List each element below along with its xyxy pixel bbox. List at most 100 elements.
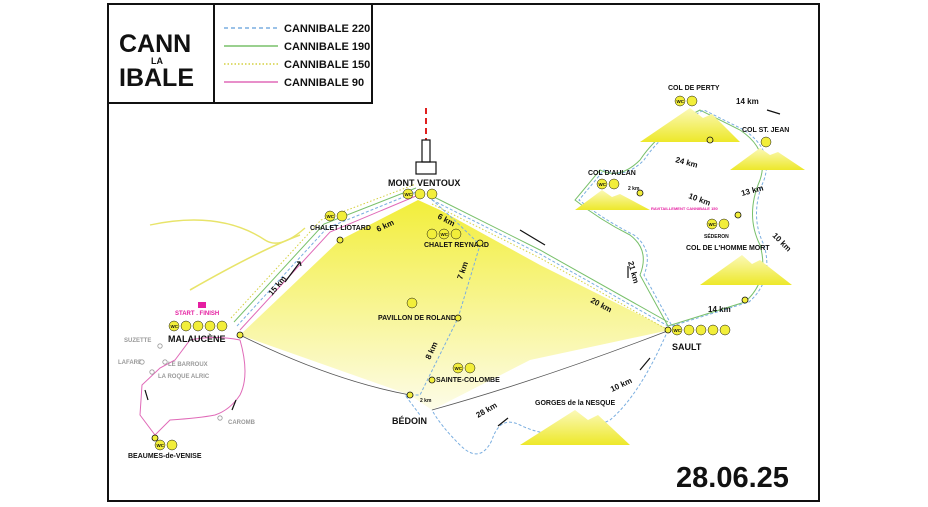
svg-text:WC: WC <box>455 366 463 371</box>
svg-text:WC: WC <box>674 328 682 333</box>
label-chalet-reynard: CHALET REYNARD <box>424 242 489 249</box>
terrain-line-west <box>239 334 411 396</box>
svg-text:WC: WC <box>709 222 717 227</box>
dot-beaumes <box>151 434 159 442</box>
wc-icon <box>168 320 180 332</box>
label-mont-ventoux: MONT VENTOUX <box>388 178 460 188</box>
wc-icon <box>324 210 336 222</box>
summit-tower-icon <box>415 108 437 175</box>
label-pavillon-de-roland: PAVILLON DE ROLAND <box>378 315 456 322</box>
route-nesque <box>431 329 669 455</box>
dist-14km-perty: 14 km <box>736 97 759 106</box>
peak-col-de-perty <box>640 108 740 142</box>
water-icon <box>686 95 698 107</box>
dist-28km: 28 km <box>475 401 499 420</box>
direction-arrows <box>144 109 781 427</box>
route-bedoin-ascent <box>404 195 481 416</box>
peak-col-homme-mort <box>700 255 792 285</box>
services-sainte-colombe: WC <box>452 362 476 374</box>
svg-text:WC: WC <box>677 99 685 104</box>
wc-icon <box>452 362 464 374</box>
wc-icon <box>671 324 683 336</box>
label-start-finish: START . FINISH <box>175 311 219 317</box>
finish-flag-icon <box>198 302 206 308</box>
label-bedoin: BÉDOIN <box>392 416 427 426</box>
peak-col-st-jean <box>730 148 805 170</box>
repair-icon <box>414 188 426 200</box>
dot-aulan <box>636 189 644 197</box>
wc-icon <box>596 178 608 190</box>
wc-icon <box>674 95 686 107</box>
services-mont-ventoux: WC <box>402 188 438 200</box>
first-aid-icon <box>204 320 216 332</box>
wc-icon <box>402 188 414 200</box>
food-icon <box>192 320 204 332</box>
svg-text:WC: WC <box>171 324 179 329</box>
brand-line-1: CANN <box>119 30 191 58</box>
brand-small: LA <box>151 56 163 66</box>
label-beaumes-de-venise: BEAUMES-de-VENISE <box>128 453 202 460</box>
services-malaucene: WC <box>168 302 228 332</box>
services-sederon: WC <box>706 218 730 230</box>
dist-2km-bedoin: 2 km <box>420 398 432 404</box>
route-ventoux-west <box>230 183 417 331</box>
water-icon <box>166 439 178 451</box>
services-pavillon <box>406 297 418 309</box>
dist-24km: 24 km <box>674 155 698 170</box>
services-col-de-perty: WC <box>674 95 698 107</box>
food-icon <box>683 324 695 336</box>
label-ravito: RAVITAILLEMENT CANNIBALE 150 <box>651 206 719 211</box>
label-le-barroux: LE BARROUX <box>168 362 208 368</box>
label-col-de-perty: COL DE PERTY <box>668 85 720 92</box>
dot-chalet-reynard <box>476 239 484 247</box>
label-chalet-liotard: CHALET LIOTARD <box>310 225 371 232</box>
legend-label-150: CANNIBALE 150 <box>284 59 370 71</box>
dist-14km-sault: 14 km <box>708 305 731 314</box>
services-sault: WC <box>671 324 731 336</box>
legend-label-190: CANNIBALE 190 <box>284 41 370 53</box>
ventoux-mountain <box>240 200 670 410</box>
label-sainte-colombe: SAINTE-COLOMBE <box>436 377 500 384</box>
header-box <box>107 3 373 104</box>
dist-13km: 13 km <box>740 183 764 198</box>
brand-logo: CANN LA IBALE <box>119 30 194 92</box>
services-col-st-jean <box>760 136 772 148</box>
water-icon <box>450 228 462 240</box>
ridge-line-1 <box>149 219 306 244</box>
repair-icon <box>719 324 731 336</box>
label-lafare: LAFARE <box>118 360 142 366</box>
label-col-daulan: COL D'AULAN <box>588 170 636 177</box>
wc-icon <box>706 218 718 230</box>
water-icon <box>336 210 348 222</box>
svg-text:WC: WC <box>441 232 449 237</box>
repair-icon <box>426 228 438 240</box>
label-sault: SAULT <box>672 342 702 352</box>
dot-sault <box>664 326 672 334</box>
dot-malaucene <box>236 331 244 339</box>
legend-label-220: CANNIBALE 220 <box>284 23 370 35</box>
label-col-st-jean: COL ST. JEAN <box>742 127 789 134</box>
repair-icon <box>216 320 228 332</box>
water-icon <box>180 320 192 332</box>
svg-text:WC: WC <box>405 192 413 197</box>
label-gorges-nesque: GORGES de la NESQUE <box>535 400 615 407</box>
dist-2km-aulan: 2 km <box>628 186 640 192</box>
water-icon <box>464 362 476 374</box>
svg-text:WC: WC <box>599 182 607 187</box>
town-dots <box>151 136 749 442</box>
dist-10km-nesque: 10 km <box>609 376 633 394</box>
wc-icon <box>438 228 450 240</box>
water-icon <box>406 297 418 309</box>
label-suzette: SUZETTE <box>124 338 151 344</box>
terrain-line-east <box>431 329 671 411</box>
label-col-homme-mort: COL DE L'HOMME MORT <box>686 245 770 252</box>
route-beaumes-loop <box>139 337 246 436</box>
route-ventoux-east <box>431 195 669 331</box>
label-sederon: SÉDERON <box>704 232 729 240</box>
first-aid-icon <box>426 188 438 200</box>
label-la-roque-alric: LA ROQUE ALRIC <box>158 374 210 380</box>
wc-icon <box>154 439 166 451</box>
dot-chalet-liotard <box>336 236 344 244</box>
